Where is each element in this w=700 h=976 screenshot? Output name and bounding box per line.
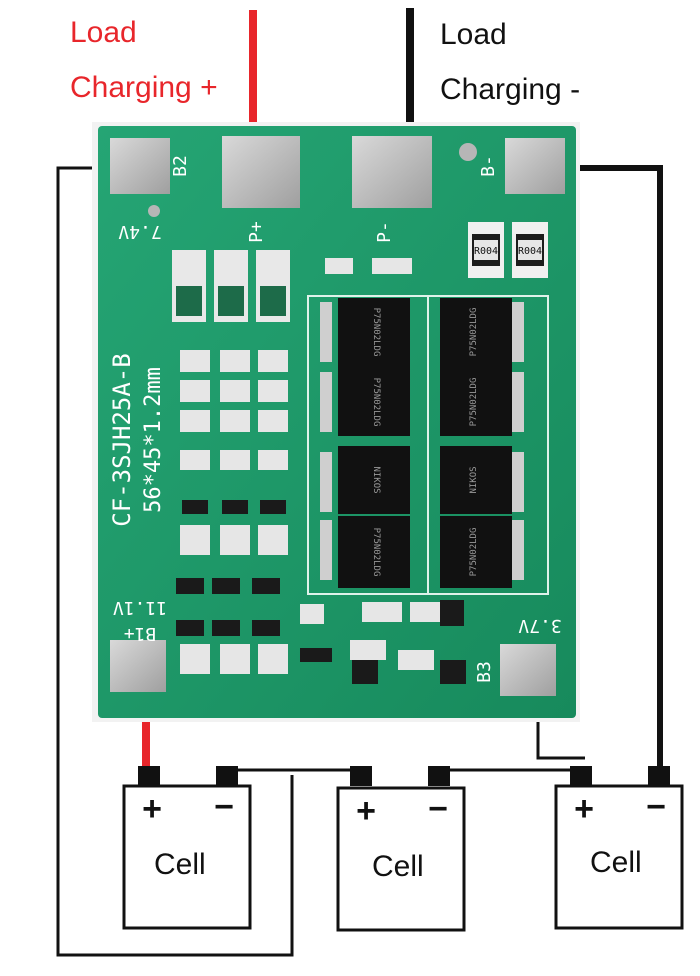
silk-size: 56*45*1.2mm: [141, 367, 166, 513]
sense-resistor: R004: [468, 222, 504, 278]
svg-text:R004: R004: [518, 246, 542, 257]
cell-3-minus-terminal: [648, 766, 670, 786]
b3-wire: [536, 722, 585, 760]
mosfet: P75N02LDG: [320, 298, 410, 366]
b2-wire: [56, 166, 294, 957]
load-negative-label: Load: [440, 18, 507, 51]
cell-1-plus-sign: +: [142, 790, 162, 828]
cell-1-plus-terminal: [138, 766, 160, 786]
wires: [56, 8, 663, 957]
silk-7v4: 7.4V: [118, 221, 162, 242]
cell-2-minus-sign: −: [428, 790, 448, 828]
pad-b1-plus: [110, 640, 166, 692]
mosfet: P75N02LDG: [440, 298, 524, 366]
pad-b3: [500, 644, 556, 696]
pad-b2: [110, 138, 170, 194]
cell-1-minus-terminal: [216, 766, 238, 786]
b1-plus-wire: [142, 722, 150, 766]
mounting-hole: [459, 143, 477, 161]
silk-b3: B3: [474, 661, 495, 683]
silk-3v7: 3.7V: [518, 615, 562, 636]
silk-b2: B2: [170, 155, 191, 177]
cell-3-body: [554, 784, 684, 930]
svg-text:NIKOS: NIKOS: [371, 466, 381, 493]
cell-3-minus-sign: −: [646, 788, 666, 826]
cell-2-minus-terminal: [428, 766, 450, 786]
svg-text:P75N02LDG: P75N02LDG: [469, 528, 479, 577]
cell-2-label: Cell: [372, 850, 424, 883]
test-point: [148, 205, 160, 217]
cell-2-body: [336, 786, 466, 932]
svg-text:P75N02LDG: P75N02LDG: [371, 528, 381, 577]
cell-3-plus-sign: +: [574, 790, 594, 828]
bms-board: B2 B- P+ P- 7.4V 11.1V B1+ 3.7V B3 CF-3S…: [92, 122, 580, 722]
cell-3-plus-terminal: [570, 766, 592, 786]
cell2-cell3-link: [434, 768, 582, 778]
silk-model: CF-3SJH25A-B: [108, 353, 136, 526]
cell-3: + −: [554, 766, 684, 930]
mosfet: P75N02LDG: [440, 516, 524, 588]
mosfet-array: P75N02LDG P75N02LDG NIKOS P75N02LDG: [307, 295, 549, 595]
charging-negative-label: Charging -: [440, 73, 581, 106]
cell-3-label: Cell: [590, 846, 642, 879]
pad-p-minus: [352, 136, 432, 208]
silk-b1-plus: B1+: [124, 623, 157, 644]
cell-2: + −: [336, 766, 466, 932]
svg-text:P75N02LDG: P75N02LDG: [469, 308, 479, 357]
svg-text:P75N02LDG: P75N02LDG: [371, 308, 381, 357]
cell-2-plus-sign: +: [356, 792, 376, 830]
pad-b-minus: [505, 138, 565, 194]
p-plus-wire: [249, 10, 257, 122]
svg-text:P75N02LDG: P75N02LDG: [371, 378, 381, 427]
silk-p-plus: P+: [246, 221, 267, 243]
smd-ics: [176, 500, 466, 684]
p-minus-wire: [406, 8, 414, 122]
smd-components: [180, 258, 450, 674]
sense-resistor: R004: [512, 222, 548, 278]
mosfet: NIKOS: [440, 446, 524, 514]
cell-1-body: [122, 784, 252, 930]
cell-1-label: Cell: [154, 848, 206, 881]
b-minus-wire: [578, 165, 663, 768]
load-positive-label: Load: [70, 16, 137, 49]
svg-text:R004: R004: [474, 246, 498, 257]
cell-2-plus-terminal: [350, 766, 372, 786]
balance-resistor-array: [172, 250, 290, 322]
mosfet: P75N02LDG: [320, 516, 410, 588]
pad-p-plus: [222, 136, 300, 208]
mosfet: NIKOS: [320, 446, 410, 514]
silk-11v1: 11.1V: [113, 597, 167, 618]
charging-positive-label: Charging +: [70, 71, 218, 104]
silk-p-minus: P-: [374, 221, 395, 243]
mosfet: P75N02LDG: [320, 366, 410, 436]
cell-1: + −: [122, 766, 252, 930]
svg-text:NIKOS: NIKOS: [469, 466, 479, 493]
svg-text:P75N02LDG: P75N02LDG: [469, 378, 479, 427]
mosfet: P75N02LDG: [440, 366, 524, 436]
silk-b-minus: B-: [478, 155, 499, 177]
cell-1-minus-sign: −: [214, 788, 234, 826]
